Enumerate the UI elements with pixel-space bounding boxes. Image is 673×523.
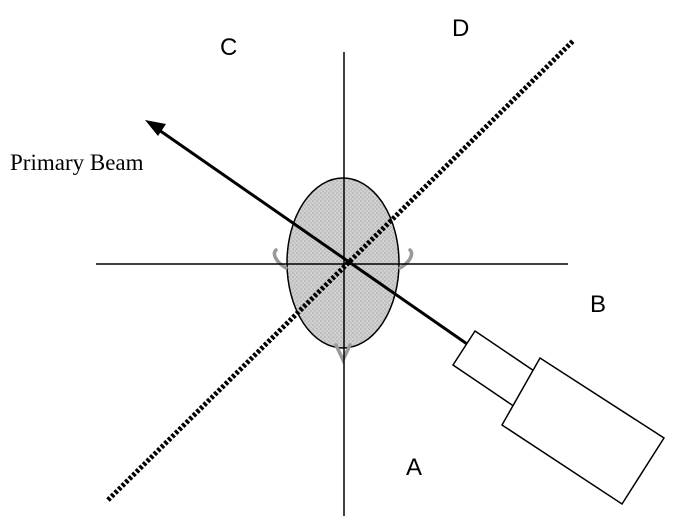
xray-tube-housing xyxy=(501,356,666,506)
label-primary-beam: Primary Beam xyxy=(10,150,144,175)
primary-beam-line xyxy=(158,128,471,348)
label-quadrant-d: D xyxy=(452,15,469,42)
phantom-ellipse xyxy=(286,177,400,349)
scatter-markers xyxy=(272,248,414,365)
label-quadrant-c: C xyxy=(220,34,237,61)
label-quadrant-a: A xyxy=(406,454,422,481)
scatter-marker-left xyxy=(272,248,288,270)
primary-beam-arrowhead xyxy=(145,120,166,136)
label-quadrant-b: B xyxy=(590,291,606,318)
scatter-marker-bottom xyxy=(334,343,352,365)
scatter-marker-right xyxy=(398,248,414,270)
dotted-diagonal-line xyxy=(106,38,576,502)
xray-source xyxy=(451,329,666,506)
